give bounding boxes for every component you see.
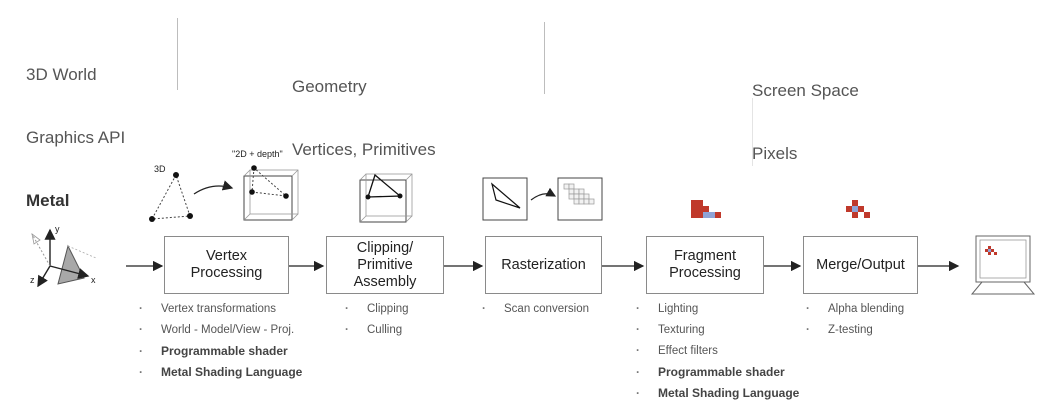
axis-y-label: y bbox=[55, 224, 60, 234]
bullet-item: World - Model/View - Proj. bbox=[139, 323, 302, 344]
stage-clipping-assembly: Clipping/ Primitive Assembly bbox=[326, 236, 444, 294]
stage-clipping-assembly-label: Clipping/ Primitive Assembly bbox=[353, 239, 417, 290]
bullet-item: Programmable shader bbox=[139, 344, 302, 365]
stage-merge-output-label: Merge/Output bbox=[816, 256, 905, 273]
stage-rasterization-label: Rasterization bbox=[501, 256, 586, 273]
monitor-icon bbox=[970, 235, 1036, 295]
fragment-bullets: Lighting Texturing Effect filters Progra… bbox=[636, 302, 799, 407]
api-header-line1: 3D World bbox=[26, 65, 97, 84]
bullet-item: Scan conversion bbox=[482, 302, 589, 323]
bullet-item: Clipping bbox=[345, 302, 409, 323]
api-header-line2: Graphics API bbox=[26, 128, 126, 147]
bullet-item: Z-testing bbox=[806, 323, 904, 344]
bullet-item: Alpha blending bbox=[806, 302, 904, 323]
merge-pixels-icon bbox=[846, 200, 870, 218]
geometry-header: Geometry Vertices, Primitives bbox=[292, 34, 436, 181]
faint-divider bbox=[752, 98, 753, 166]
bullet-item: Programmable shader bbox=[636, 365, 799, 386]
vertex-bullets: Vertex transformations World - Model/Vie… bbox=[139, 302, 302, 386]
stage-merge-output: Merge/Output bbox=[803, 236, 918, 294]
stage-fragment-processing-label: Fragment Processing bbox=[669, 248, 741, 281]
bullet-item: Metal Shading Language bbox=[636, 386, 799, 407]
bullet-item: Culling bbox=[345, 323, 409, 344]
clipping-cube-icon bbox=[359, 173, 413, 223]
merge-bullets: Alpha blending Z-testing bbox=[806, 302, 904, 344]
screen-space-header-line2: Pixels bbox=[752, 144, 798, 163]
rasterization-bullets: Scan conversion bbox=[482, 302, 589, 323]
bullet-item: Vertex transformations bbox=[139, 302, 302, 323]
screen-space-header: Screen Space Pixels bbox=[752, 38, 859, 185]
bullet-item: Texturing bbox=[636, 323, 799, 344]
stage-vertex-processing-label: Vertex Processing bbox=[190, 248, 263, 281]
stage-fragment-processing: Fragment Processing bbox=[646, 236, 764, 294]
3d-triangle-icon: 3D bbox=[149, 164, 234, 222]
api-header: 3D World Graphics API Metal bbox=[26, 22, 125, 232]
2d-depth-cube-icon: "2D + depth" bbox=[232, 149, 299, 221]
stage-rasterization: Rasterization bbox=[485, 236, 602, 294]
clipping-bullets: Clipping Culling bbox=[345, 302, 409, 344]
api-header-line3: Metal bbox=[26, 191, 70, 210]
header-divider-2 bbox=[544, 22, 545, 94]
label-2d-depth: "2D + depth" bbox=[232, 149, 283, 159]
rasterization-icon bbox=[482, 177, 603, 221]
bullet-item: Lighting bbox=[636, 302, 799, 323]
geometry-header-line1: Geometry bbox=[292, 77, 367, 96]
axes-triangle-icon: y x z bbox=[30, 224, 97, 288]
geometry-header-line2: Vertices, Primitives bbox=[292, 140, 436, 159]
stage-vertex-processing: Vertex Processing bbox=[164, 236, 289, 294]
header-divider-1 bbox=[177, 18, 178, 90]
bullet-item: Metal Shading Language bbox=[139, 365, 302, 386]
axis-x-label: x bbox=[91, 275, 96, 285]
axis-z-label: z bbox=[30, 275, 35, 285]
fragment-pixels-icon bbox=[691, 200, 721, 218]
bullet-item: Effect filters bbox=[636, 344, 799, 365]
label-3d: 3D bbox=[154, 164, 166, 174]
screen-space-header-line1: Screen Space bbox=[752, 81, 859, 100]
